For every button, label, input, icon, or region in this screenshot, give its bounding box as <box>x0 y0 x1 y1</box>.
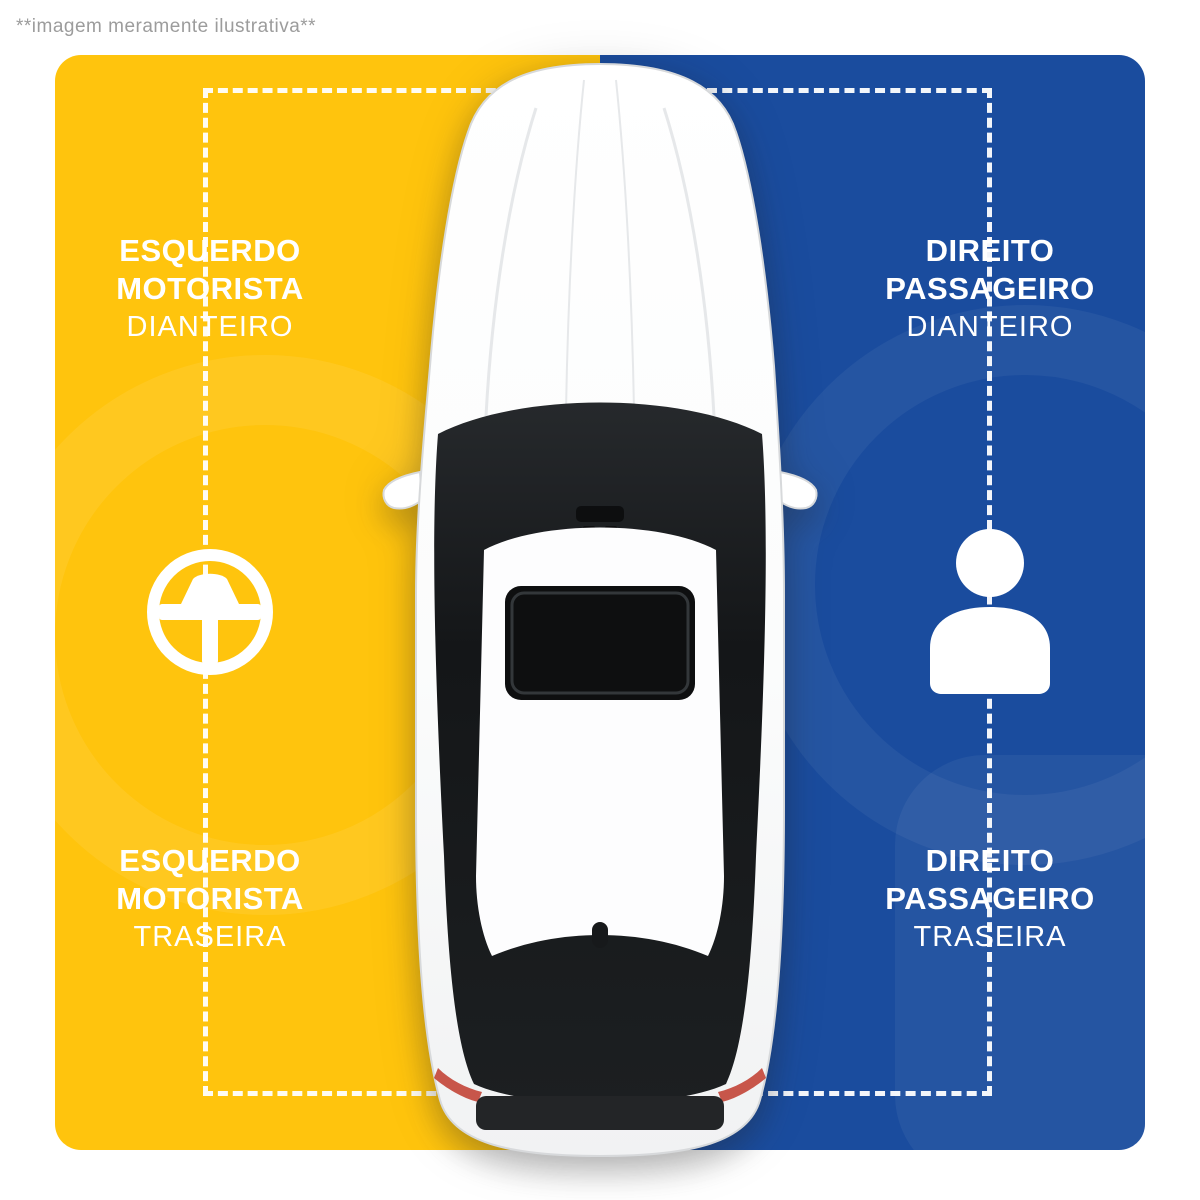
label-line: PASSAGEIRO <box>885 881 1095 916</box>
label-line: MOTORISTA <box>116 271 304 306</box>
label-passenger-front: DIREITO PASSAGEIRO DIANTEIRO <box>825 232 1145 346</box>
label-line: PASSAGEIRO <box>885 271 1095 306</box>
label-line: DIREITO <box>925 843 1055 878</box>
antenna-fin <box>592 922 608 948</box>
rear-bumper <box>476 1096 724 1130</box>
label-line: MOTORISTA <box>116 881 304 916</box>
label-line: ESQUERDO <box>119 843 301 878</box>
person-icon <box>930 529 1050 694</box>
right-mirror <box>776 470 818 510</box>
label-driver-front: ESQUERDO MOTORISTA DIANTEIRO <box>60 232 360 346</box>
label-passenger-rear: DIREITO PASSAGEIRO TRASEIRA <box>825 842 1145 956</box>
right-taillight <box>718 1068 766 1102</box>
label-line: DIANTEIRO <box>126 311 294 343</box>
label-line: TRASEIRA <box>913 921 1067 953</box>
disclaimer-text: **imagem meramente ilustrativa** <box>16 16 317 37</box>
left-mirror <box>382 470 424 510</box>
label-line: DIREITO <box>925 233 1055 268</box>
hood-crease-lines <box>484 79 716 417</box>
label-line: TRASEIRA <box>133 921 287 953</box>
car-top-view <box>382 62 818 1158</box>
left-taillight <box>434 1068 482 1102</box>
label-driver-rear: ESQUERDO MOTORISTA TRASEIRA <box>60 842 360 956</box>
label-line: DIANTEIRO <box>906 311 1074 343</box>
sunroof <box>505 586 695 700</box>
label-line: ESQUERDO <box>119 233 301 268</box>
steering-wheel-icon <box>147 549 273 675</box>
